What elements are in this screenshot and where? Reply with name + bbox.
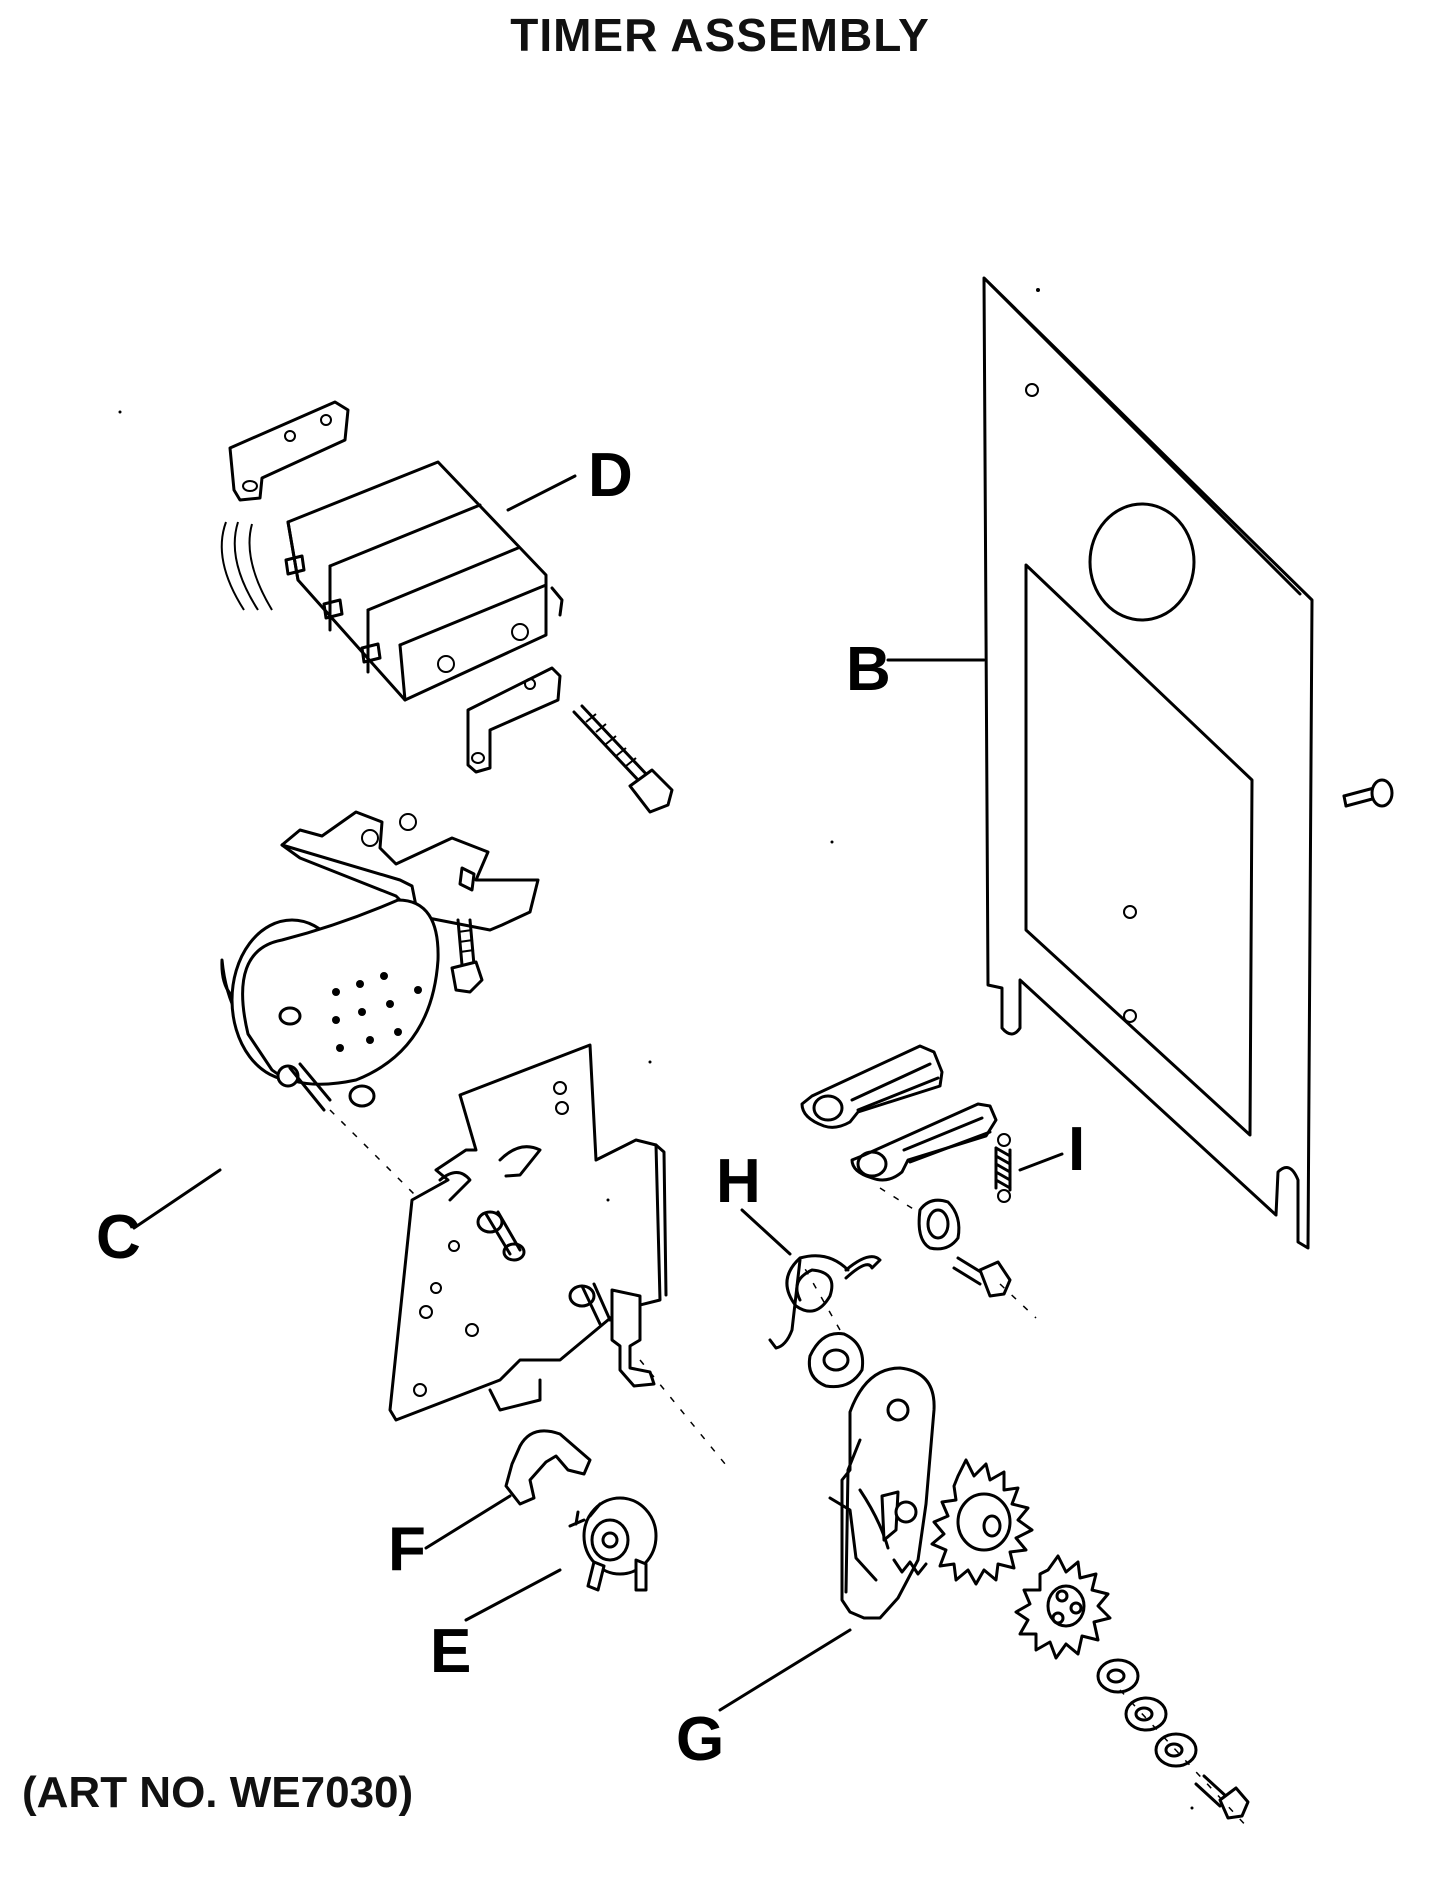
callout-d: D [588, 441, 633, 510]
sprocket-gear [930, 1458, 1034, 1586]
page-title: TIMER ASSEMBLY [510, 9, 930, 61]
coil-spring [994, 1133, 1012, 1203]
torsion-spring-part-h [740, 1208, 882, 1389]
switch-block-part-d [228, 400, 674, 814]
callout-e: E [430, 1617, 471, 1686]
back-panel-part-b [982, 276, 1394, 1250]
panel-screw [1342, 778, 1394, 808]
art-number: (ART NO. WE7030) [22, 1768, 414, 1817]
callout-f: F [388, 1515, 426, 1584]
timer-motor-part-c [132, 521, 440, 1230]
callout-h: H [716, 1147, 761, 1216]
callout-g: G [676, 1705, 724, 1774]
levers-part-i [800, 1044, 1064, 1319]
gear-bracket-part-g [718, 1366, 1251, 1831]
callout-c: C [96, 1203, 141, 1272]
callout-b: B [846, 635, 891, 704]
star-gear [1014, 1554, 1112, 1660]
callout-i: I [1068, 1115, 1085, 1184]
clip-part-f [424, 1429, 592, 1550]
timer-frame [388, 1043, 731, 1471]
knob-hub-part-e [464, 1496, 658, 1622]
